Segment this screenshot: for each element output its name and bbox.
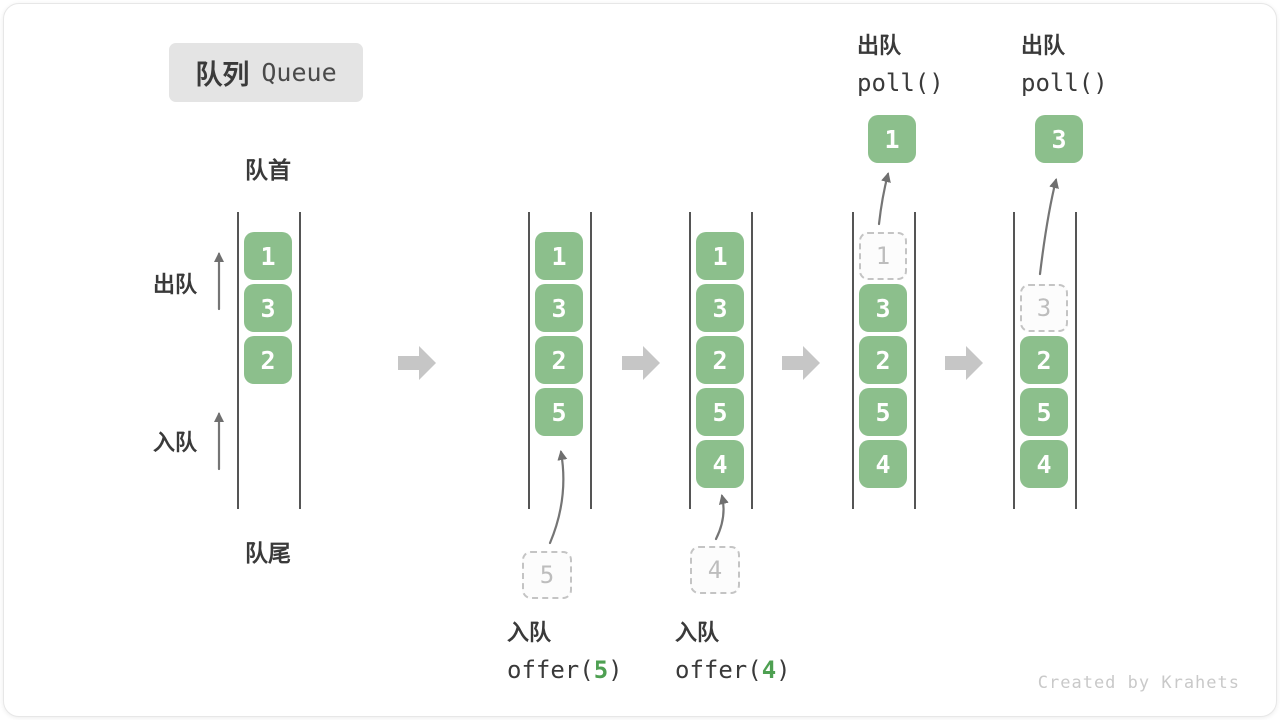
enqueue-ghost-cell: 4: [690, 546, 740, 594]
dequeued-cell: 1: [868, 115, 916, 163]
queue-cell: 2: [244, 336, 292, 384]
watermark: Created by Krahets: [1037, 673, 1240, 693]
queue-cell: 4: [859, 440, 907, 488]
queue-cell: 4: [696, 440, 744, 488]
enqueue-arg: 4: [761, 656, 777, 684]
queue-cell: 1: [244, 232, 292, 280]
title-badge: 队列 Queue: [169, 43, 363, 102]
queue-wall-left: [689, 212, 691, 509]
queue-cell: 3: [244, 284, 292, 332]
queue-cell: 5: [696, 388, 744, 436]
enqueue-caption-label: 入队: [507, 620, 552, 645]
queue-cell: 2: [696, 336, 744, 384]
queue-wall-right: [1075, 212, 1077, 509]
queue-cell: 5: [1020, 388, 1068, 436]
enqueue-caption-label: 入队: [675, 620, 720, 645]
dequeue-side-label: 出队: [153, 272, 198, 297]
queue-cell: 1: [696, 232, 744, 280]
diagram-card: [3, 3, 1277, 717]
dequeue-caption-label: 出队: [857, 33, 902, 58]
queue-cell: 3: [535, 284, 583, 332]
enqueue-caption-code: offer(5): [507, 656, 623, 684]
queue-wall-left: [237, 212, 239, 509]
queue-cell-dequeued-slot: 1: [859, 232, 907, 280]
queue-cell: 5: [859, 388, 907, 436]
queue-rear-label: 队尾: [245, 540, 291, 566]
dequeue-caption: 出队 poll(): [1021, 28, 1108, 97]
enqueue-ghost-cell: 5: [522, 551, 572, 599]
queue-cell: 1: [535, 232, 583, 280]
queue-cell: 3: [859, 284, 907, 332]
queue-cell: 2: [535, 336, 583, 384]
queue-cell: 2: [1020, 336, 1068, 384]
queue-cell: 3: [696, 284, 744, 332]
queue-front-label: 队首: [245, 157, 291, 183]
title-zh: 队列: [195, 60, 250, 90]
queue-cell: 2: [859, 336, 907, 384]
dequeue-caption-code: poll(): [1021, 69, 1108, 97]
dequeued-cell: 3: [1035, 115, 1083, 163]
enqueue-caption: 入队 offer(5): [507, 615, 623, 684]
queue-wall-left: [1013, 212, 1015, 509]
queue-cell-dequeued-slot: 3: [1020, 284, 1068, 332]
dequeue-caption-code: poll(): [857, 69, 944, 97]
queue-wall-left: [852, 212, 854, 509]
title-en: Queue: [261, 58, 337, 87]
queue-wall-right: [751, 212, 753, 509]
queue-wall-right: [590, 212, 592, 509]
enqueue-arg: 5: [593, 656, 609, 684]
dequeue-caption-label: 出队: [1021, 33, 1066, 58]
queue-wall-left: [528, 212, 530, 509]
enqueue-caption-code: offer(4): [675, 656, 791, 684]
queue-wall-right: [914, 212, 916, 509]
enqueue-side-label: 入队: [153, 430, 198, 455]
dequeue-caption: 出队 poll(): [857, 28, 944, 97]
queue-cell: 5: [535, 388, 583, 436]
enqueue-caption: 入队 offer(4): [675, 615, 791, 684]
queue-cell: 4: [1020, 440, 1068, 488]
queue-wall-right: [299, 212, 301, 509]
